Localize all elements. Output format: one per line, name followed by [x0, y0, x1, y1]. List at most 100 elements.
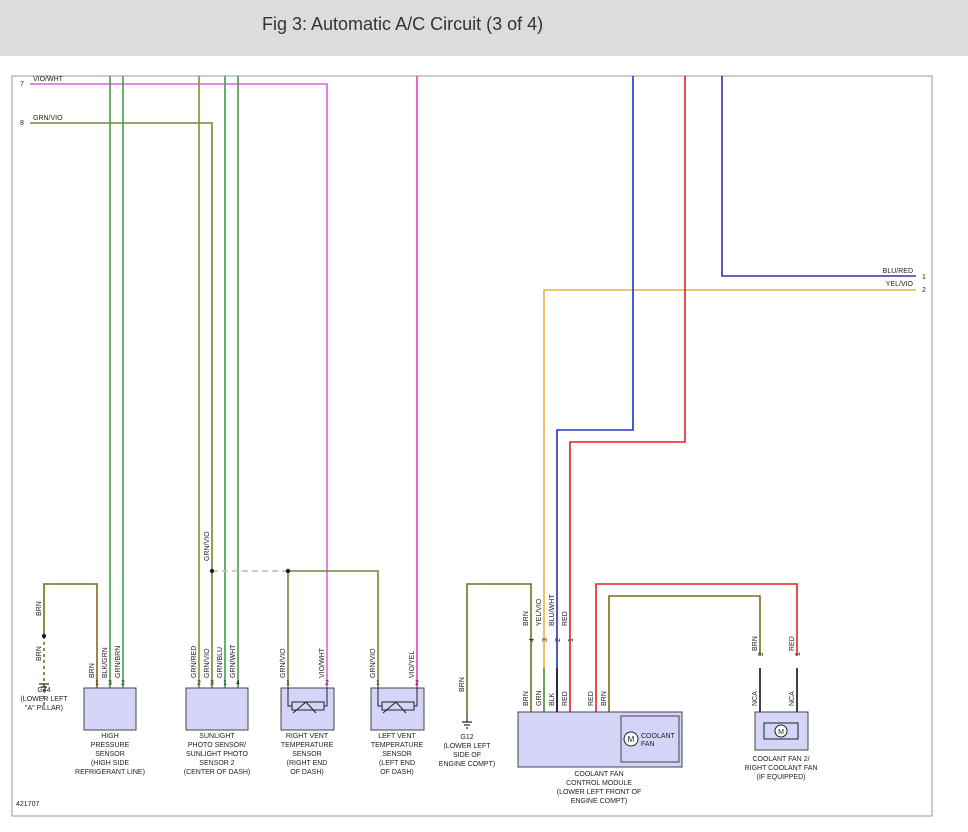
connector-pin-sun: 1 [223, 680, 227, 687]
rv-caption: TEMPERATURE [281, 742, 334, 749]
connector-wire-label-cfm: BLK [549, 692, 556, 706]
rv-caption: SENSOR [292, 751, 322, 758]
connector-wire-label-hps: BRN [89, 663, 96, 678]
connector-pin-sun: 4 [236, 680, 240, 687]
wire-label: BRN [36, 601, 43, 616]
motor-letter: M [778, 729, 784, 736]
wire-g12-brn [466, 583, 532, 716]
wire-label: YEL/VIO [536, 598, 543, 626]
top-pin-7: 7 [20, 81, 24, 88]
left-vent-sensor-box [370, 687, 425, 731]
cfm-caption: COOLANT FAN [574, 771, 623, 778]
connector-wire-label-fan2: NCA [752, 691, 759, 706]
junction-dot [285, 568, 291, 574]
connector-wire-label-cfm: RED [562, 691, 569, 706]
hps-caption: SENSOR [95, 751, 125, 758]
wire-vio-wht [30, 83, 328, 688]
connector-wire-label-cfm: GRN [536, 690, 543, 706]
connector-wire-label-cfm: BRN [523, 691, 530, 706]
g44-caption: (LOWER LEFT [20, 696, 68, 703]
wire-label: BRN [36, 646, 43, 661]
ground-icon [39, 683, 49, 691]
motor-icon [623, 731, 639, 747]
wire-label: GRN/VIO [204, 531, 211, 561]
connector-wire-label-rv: VIO/WHT [319, 647, 326, 678]
top-wire-8-label: GRN/VIO [33, 115, 63, 122]
lv-caption: SENSOR [382, 751, 412, 758]
wiring-diagram: 7 VIO/WHT 8 GRN/VIO BLU/RED 1 YEL/VIO 2 … [11, 75, 933, 817]
wire-brn-fan2 [608, 595, 761, 712]
rv-caption: RIGHT VENT [286, 733, 329, 740]
coolant-fan-control-module-box [517, 711, 683, 768]
fan2-caption: COOLANT FAN 2/ [752, 756, 809, 763]
g44-caption: "A" PILLAR) [25, 705, 63, 712]
connector-wire-label-hps: BLK/GRN [102, 647, 109, 678]
right-pin-1: 1 [922, 274, 926, 281]
connector-pin-rv: 1 [286, 680, 290, 687]
connector-pin-cfm: 1 [568, 638, 575, 642]
connector-wire-label-sun: GRN/WHT [230, 644, 237, 678]
right-vent-sensor-box [280, 687, 335, 731]
fan2-caption: (IF EQUIPPED) [756, 774, 805, 781]
connector-pin-cfm: 2 [555, 638, 562, 642]
g44-id: G44 [37, 687, 50, 694]
wires [30, 76, 916, 716]
diagram-frame [11, 75, 933, 817]
wire-label: BRN [523, 611, 530, 626]
coolant-fan-inner-label: COOLANT [641, 733, 676, 740]
sun-caption: SUNLIGHT PHOTO [186, 751, 249, 758]
rv-caption: OF DASH) [290, 769, 323, 776]
page-title: Fig 3: Automatic A/C Circuit (3 of 4) [262, 14, 544, 34]
g12-caption: ENGINE COMPT) [439, 761, 495, 768]
wire-blu-red [721, 76, 916, 277]
sunlight-sensor-box [185, 687, 249, 731]
wire-label: RED [789, 636, 796, 651]
wire-lv-grn-vio [288, 570, 379, 688]
g12-id: G12 [460, 734, 473, 741]
ground-icon [462, 721, 472, 729]
connector-pin-lv: 2 [415, 680, 419, 687]
wire-red-1 [569, 76, 686, 712]
motor-icon [774, 724, 788, 738]
connector-pin-hps: 3 [108, 680, 112, 687]
cfm-caption: ENGINE COMPT) [571, 798, 627, 805]
connector-pin-fan2: 2 [758, 652, 765, 656]
g12-caption: (LOWER LEFT [443, 743, 491, 750]
connector-pin-hps: 1 [95, 680, 99, 687]
sun-caption: SENSOR 2 [199, 760, 235, 767]
wire-label: BRN [752, 636, 759, 651]
lv-caption: OF DASH) [380, 769, 413, 776]
connector-wire-label-sun: GRN/VIO [204, 648, 211, 678]
wire-label: BLU/WHT [549, 594, 556, 626]
high-pressure-sensor-box [83, 687, 137, 731]
cfm-caption: CONTROL MODULE [566, 780, 632, 787]
connector-pin-rv: 2 [325, 680, 329, 687]
coolant-fan-inner-label: FAN [641, 741, 655, 748]
connector-wire-label-lv: GRN/VIO [370, 648, 377, 678]
g12-caption: SIDE OF [453, 752, 481, 759]
wire-label: BRN [459, 677, 466, 692]
connector-pin-fan2: 1 [795, 652, 802, 656]
title-bar: Fig 3: Automatic A/C Circuit (3 of 4) [0, 0, 968, 56]
connector-pin-sun: 3 [210, 680, 214, 687]
connector-pin-cfm: 3 [542, 638, 549, 642]
fan2-caption: RIGHT COOLANT FAN [745, 765, 818, 772]
motor-letter: M [628, 735, 635, 744]
lv-caption: (LEFT END [379, 760, 415, 767]
figure-id: 421707 [16, 801, 39, 808]
hps-caption: (HIGH SIDE [91, 760, 129, 767]
connector-pin-cfm: 4 [529, 638, 536, 642]
connector-pin-sun: 2 [197, 680, 201, 687]
right-wire-2-label: YEL/VIO [886, 281, 914, 288]
top-pin-8: 8 [20, 120, 24, 127]
g44-dot [41, 633, 47, 639]
wire-grn-vio-top [30, 122, 213, 688]
connector-wire-label-rv: GRN/VIO [280, 648, 287, 678]
cfm-caption: (LOWER LEFT FRONT OF [557, 789, 642, 796]
junction-dot [209, 568, 215, 574]
wire-g44-brn [43, 583, 98, 688]
coolant-fan-2-inner [763, 722, 799, 740]
connector-wire-label-cfm: RED [588, 691, 595, 706]
rv-caption: (RIGHT END [287, 760, 328, 767]
connector-pin-lv: 1 [376, 680, 380, 687]
